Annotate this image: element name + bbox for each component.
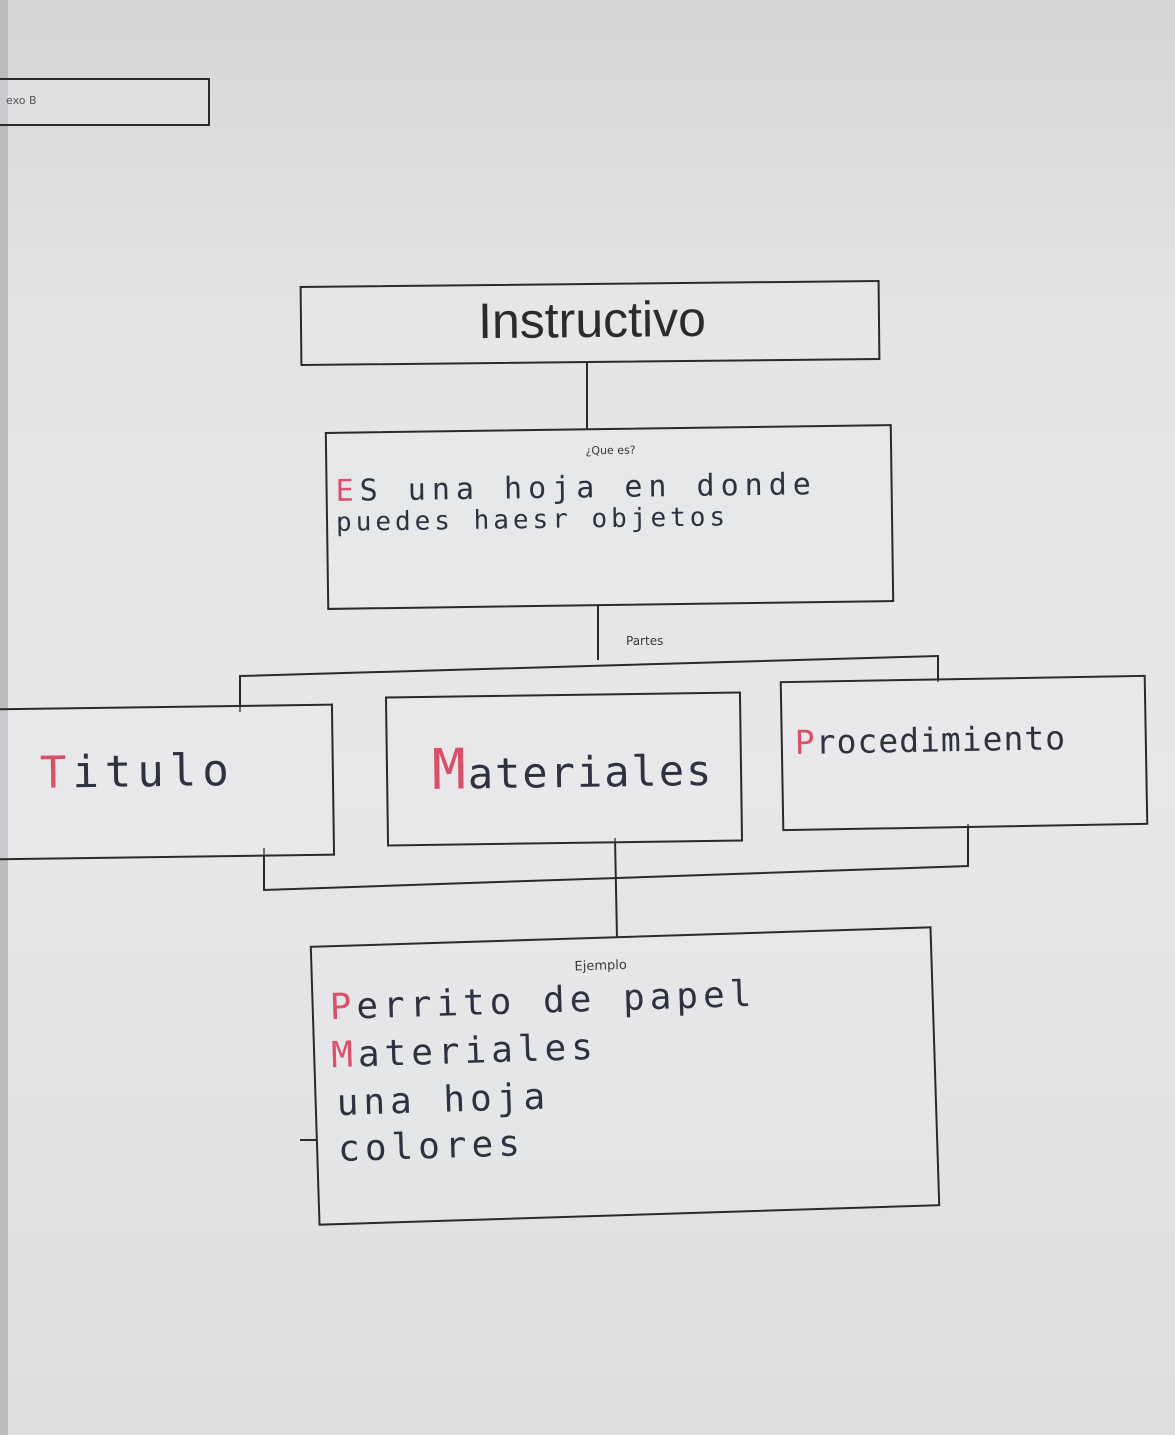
ejemplo-text: una hoja xyxy=(336,1076,551,1125)
part-text: rocedimiento xyxy=(815,718,1067,762)
header-box: exo B xyxy=(0,78,210,126)
red-initial: M xyxy=(431,737,469,803)
title-box: Instructivo xyxy=(299,279,881,367)
partes-label: Partes xyxy=(626,634,664,648)
part-label-materiales: Materiales xyxy=(431,734,714,803)
ejemplo-text: colores xyxy=(337,1123,526,1171)
ejemplo-text: errito de papel xyxy=(355,973,757,1028)
red-initial: P xyxy=(329,986,358,1029)
connector-partes-bracket xyxy=(239,654,939,712)
ejemplo-line-3: una hoja xyxy=(336,1076,551,1124)
part-box-materiales: Materiales xyxy=(384,691,744,847)
part-label-titulo: Titulo xyxy=(40,745,236,799)
part-text: itulo xyxy=(72,745,236,799)
ejemplo-line-4: colores xyxy=(338,1123,526,1170)
que-es-answer-line-1: ES una hoja en donde xyxy=(335,467,817,509)
connector-to-ejemplo xyxy=(614,837,618,939)
part-text: ateriales xyxy=(467,745,714,799)
ejemplo-line-2: Materiales xyxy=(331,1027,599,1076)
red-initial: E xyxy=(335,473,360,509)
ejemplo-label: Ejemplo xyxy=(574,957,628,975)
ejemplo-line-1: Perrito de papel xyxy=(329,974,757,1028)
red-initial: M xyxy=(330,1034,359,1077)
header-label: exo B xyxy=(6,94,37,107)
answer-text: S una hoja en donde xyxy=(359,467,818,509)
red-initial: T xyxy=(39,747,73,799)
que-es-answer-line-2: puedes haesr objetos xyxy=(335,502,730,538)
part-box-titulo: Titulo xyxy=(0,703,336,861)
red-initial: P xyxy=(794,722,817,762)
que-es-label: ¿Que es? xyxy=(585,443,636,458)
que-es-box: ¿Que es? ES una hoja en donde puedes hae… xyxy=(324,424,895,610)
part-box-procedimiento: Procedimiento xyxy=(779,674,1149,832)
ejemplo-text: ateriales xyxy=(357,1026,599,1076)
part-label-procedimiento: Procedimiento xyxy=(794,718,1066,762)
diagram-title: Instructivo xyxy=(477,290,707,350)
ejemplo-box: Ejemplo Perrito de papel Materiales una … xyxy=(309,926,941,1226)
